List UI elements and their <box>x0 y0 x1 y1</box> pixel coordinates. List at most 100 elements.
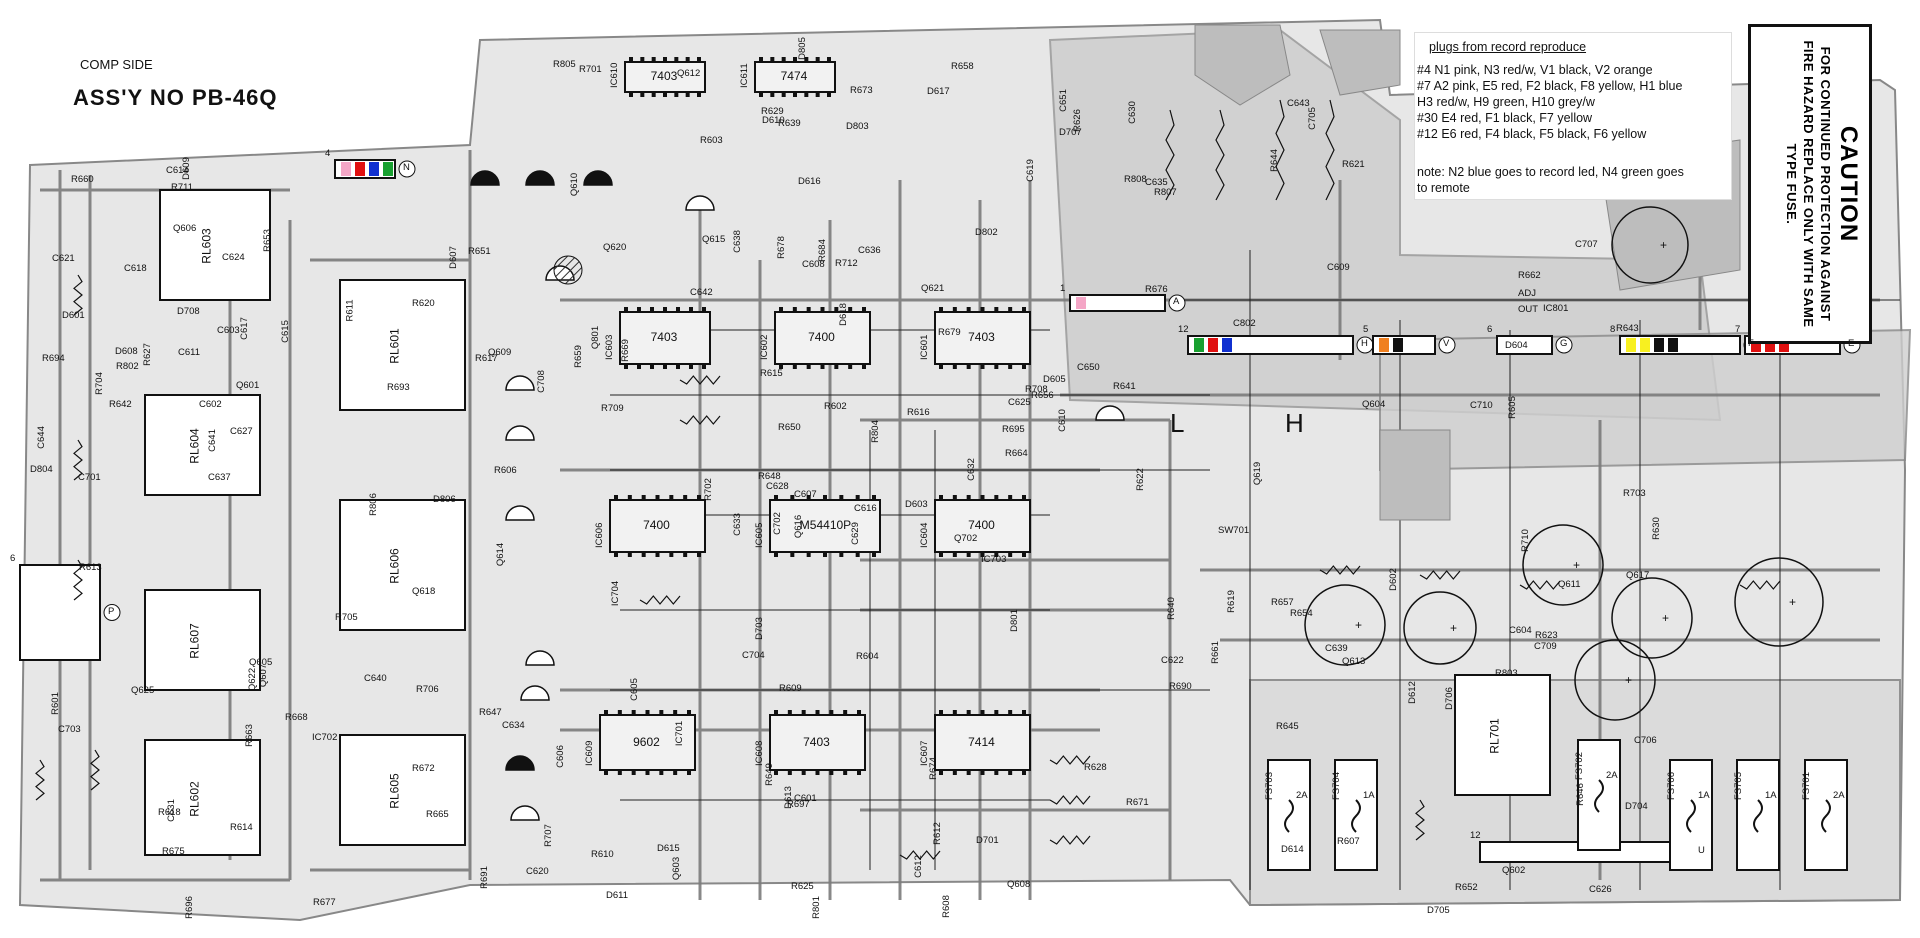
ic-pin <box>952 770 957 775</box>
component-reference: D614 <box>1281 844 1304 855</box>
relay-outline <box>144 589 261 691</box>
component-reference: C621 <box>52 253 75 264</box>
component-reference: D613 <box>782 786 794 809</box>
component-reference: C628 <box>766 481 789 492</box>
ic-pin <box>806 552 811 557</box>
fuse-rating: 1A <box>1363 790 1375 801</box>
electrolytic-capacitor <box>1734 557 1824 647</box>
component-reference: C706 <box>1634 735 1657 746</box>
ic-pin <box>855 495 860 500</box>
connector-housing <box>1069 294 1166 312</box>
ic-part-number: 7400 <box>643 518 670 532</box>
ic-pin <box>641 495 646 500</box>
component-reference: R695 <box>1002 424 1025 435</box>
component-reference: R661 <box>1209 641 1221 664</box>
ic-pin <box>834 364 839 369</box>
component-reference: R696 <box>183 896 195 919</box>
connector-id: V <box>1443 338 1450 349</box>
ic-pin <box>980 307 985 312</box>
component-reference: C702 <box>771 512 783 535</box>
ic-pin <box>669 495 674 500</box>
ic-pin <box>774 710 778 715</box>
component-reference: Q618 <box>412 586 436 597</box>
ic-pin <box>939 495 943 500</box>
ic-pin <box>629 57 633 62</box>
resistor-symbol <box>1275 99 1285 201</box>
component-reference: D707 <box>1059 127 1082 138</box>
component-reference: R709 <box>601 403 624 414</box>
fuse-symbol <box>1753 799 1763 833</box>
ic-pin <box>650 307 654 312</box>
component-reference: D617 <box>927 86 950 97</box>
ic-pin <box>1008 710 1013 715</box>
component-reference: C637 <box>208 472 231 483</box>
ic-pin <box>697 92 701 97</box>
ic-pin <box>793 92 797 97</box>
ic-pin <box>939 770 943 775</box>
component-reference: R712 <box>835 258 858 269</box>
caution-rotated-text: CAUTION FOR CONTINUED PROTECTION AGAINST… <box>1758 34 1862 334</box>
component-reference: R677 <box>313 897 336 908</box>
component-reference: C633 <box>731 513 743 536</box>
transistor-outline <box>525 650 555 666</box>
ic-pin <box>627 552 632 557</box>
component-reference: C604 <box>1509 625 1532 636</box>
component-reference: D604 <box>1505 340 1528 351</box>
ic-pin <box>806 364 811 369</box>
component-reference: R641 <box>1113 381 1136 392</box>
ic-pin <box>1022 770 1026 775</box>
wire-color-marker <box>1765 338 1775 352</box>
ic-pin <box>829 710 834 715</box>
component-reference: Q612 <box>677 68 701 79</box>
component-reference: R629 <box>761 106 784 117</box>
component-reference: C601 <box>794 793 817 804</box>
fuse-reference: FS702 <box>1574 752 1585 780</box>
connector-id: N <box>403 162 410 173</box>
ic-pin <box>801 770 806 775</box>
fuse-reference: FS706 <box>1666 772 1677 800</box>
connector-id: A <box>1173 296 1180 307</box>
fuse-reference: FS703 <box>1264 772 1275 800</box>
capacitor-polarity: + <box>1450 621 1457 635</box>
ic-pin <box>1022 364 1026 369</box>
component-reference: Q601 <box>236 380 260 391</box>
ic-pin <box>689 307 693 312</box>
component-reference: C607 <box>794 489 817 500</box>
resistor-symbol <box>1215 109 1225 201</box>
ic-part-number: 7400 <box>968 518 995 532</box>
electrolytic-capacitor <box>1574 639 1656 721</box>
component-reference: R678 <box>775 236 787 259</box>
ic-pin <box>834 307 839 312</box>
component-reference: R693 <box>387 382 410 393</box>
caution-fuse-warning: CAUTION FOR CONTINUED PROTECTION AGAINST… <box>1748 24 1872 344</box>
ic-pin <box>683 495 688 500</box>
component-reference: R674 <box>927 757 939 780</box>
component-reference: R647 <box>479 707 502 718</box>
ic-pin <box>689 364 693 369</box>
ic-pin <box>939 552 943 557</box>
component-reference: D615 <box>657 843 680 854</box>
component-reference: R805 <box>553 59 576 70</box>
wire-color-marker <box>383 162 393 176</box>
fuse-symbol <box>1686 799 1696 833</box>
ic-pin <box>1022 495 1026 500</box>
capacitor-polarity: + <box>1789 595 1796 609</box>
component-reference: Q614 <box>495 542 507 567</box>
component-reference: R690 <box>1169 681 1192 692</box>
ic-pin <box>637 307 641 312</box>
ic-part-number: 7400 <box>808 330 835 344</box>
ic-pin <box>631 770 636 775</box>
component-reference: IC701 <box>674 720 686 747</box>
component-reference: R622 <box>1134 468 1146 491</box>
ic-part-number: M54410P <box>799 518 852 532</box>
ic-pin <box>787 710 792 715</box>
component-reference: R640 <box>1165 597 1177 620</box>
ic-pin <box>787 770 792 775</box>
component-reference: Q609 <box>488 347 512 358</box>
component-reference: R671 <box>1126 797 1149 808</box>
component-reference: C650 <box>1077 362 1100 373</box>
ic-pin <box>862 364 866 369</box>
ic-pin <box>770 57 775 62</box>
connector-housing <box>1619 335 1741 355</box>
